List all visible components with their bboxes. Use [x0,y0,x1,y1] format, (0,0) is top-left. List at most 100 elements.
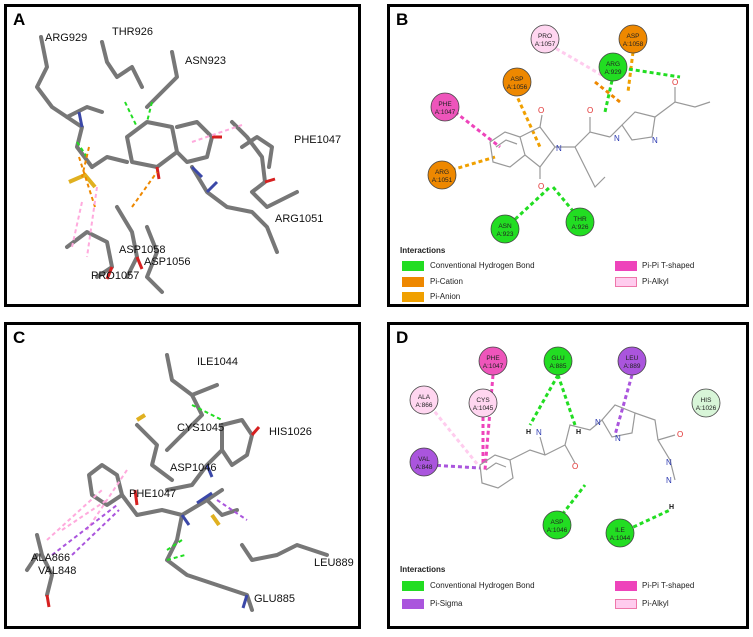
svg-text:N: N [652,136,658,145]
svg-text:N: N [614,134,620,143]
legend-label: Pi-Anion [430,292,461,301]
svg-text:O: O [572,462,578,471]
residue-node-label: ASP [626,33,639,40]
svg-text:N: N [666,458,672,467]
residue-node-label: A:866 [416,402,433,409]
panel-b: B [387,4,749,307]
residue-label: PHE1047 [294,134,341,146]
svg-text:N: N [595,418,601,427]
residue-node-label: A:926 [572,224,589,231]
panel-a-structure: ARG929 THR926 ASN923 PHE1047 ARG1051 ASP… [35,26,341,294]
residue-node-label: A:885 [550,363,567,370]
panel-a: A [4,4,361,307]
svg-text:O: O [538,182,544,191]
panel-label: D [396,328,409,347]
legend-swatch [402,277,424,287]
svg-text:O: O [538,106,544,115]
legend-label: Pi-Pi T-shaped [642,261,695,270]
panel-label: C [13,328,26,347]
residue-node-leu889 [617,346,647,376]
svg-text:O: O [672,78,678,87]
residue-node-label: ALA [418,394,431,401]
residue-node-ile1044 [605,518,635,548]
residue-node-label: A:848 [416,464,433,471]
residue-node-pro1057 [530,24,560,54]
residue-node-arg929 [598,52,628,82]
panel-label: A [13,10,26,29]
residue-node-label: A:1026 [696,405,717,412]
panel-c-structure: ILE1044 CYS1045 HIS1026 ASP1046 PHE1047 … [25,353,354,612]
residue-node-label: ASN [498,223,512,230]
residue-node-label: HIS [701,397,713,404]
residue-label: CYS1045 [177,422,224,434]
residue-node-phe1047 [430,92,460,122]
residue-node-glu885 [543,346,573,376]
residue-node-label: A:889 [624,363,641,370]
residue-label: HIS1026 [269,426,312,438]
residue-label: ASP1056 [144,256,190,268]
atom-label: H [576,429,581,436]
svg-text:O: O [677,430,683,439]
residue-label: ARG1051 [275,213,323,225]
residue-node-arg1051 [427,160,457,190]
panel-label: B [396,10,409,29]
legend-swatch [402,599,424,609]
residue-label: THR926 [112,26,153,38]
residue-label: LEU889 [314,557,354,569]
svg-text:N: N [536,428,542,437]
residue-node-label: A:1045 [473,405,494,412]
legend-title: Interactions [400,246,446,255]
residue-node-label: ARG [606,61,620,68]
legend-title: Interactions [400,565,446,574]
residue-label: PRO1057 [91,270,139,282]
residue-label: ASP1046 [170,462,216,474]
svg-text:N: N [556,144,562,153]
residue-node-label: PHE [486,355,500,362]
residue-node-label: A:1047 [483,363,504,370]
residue-node-asp1046 [542,510,572,540]
residue-node-label: CYS [476,397,490,404]
legend-label: Conventional Hydrogen Bond [430,261,535,270]
svg-text:O: O [587,106,593,115]
residue-node-label: PHE [438,101,452,108]
residue-node-label: A:1047 [435,109,456,116]
residue-node-label: A:1046 [547,527,568,534]
svg-text:N: N [615,434,621,443]
atom-label: H [669,504,674,511]
residue-node-label: THR [573,216,587,223]
residue-node-val848 [409,447,439,477]
residue-node-label: ASP [510,76,523,83]
residue-node-label: GLU [551,355,565,362]
residue-node-label: A:929 [605,69,622,76]
legend-swatch [615,277,637,287]
legend-label: Pi-Alkyl [642,599,669,608]
residue-node-thr926 [565,207,595,237]
residue-label: VAL848 [38,565,76,577]
legend-swatch [402,261,424,271]
residue-node-his1026 [691,388,721,418]
panel-c: C [4,322,361,629]
residue-node-label: A:1051 [432,177,453,184]
residue-label: GLU885 [254,593,295,605]
legend-swatch [615,261,637,271]
residue-node-asp1056 [502,67,532,97]
residue-label: PHE1047 [129,488,176,500]
residue-node-label: ARG [435,169,449,176]
residue-node-label: A:1044 [610,535,631,542]
residue-node-label: A:1057 [535,41,556,48]
legend-swatch [402,581,424,591]
residue-node-label: LEU [626,355,639,362]
legend-label: Pi-Pi T-shaped [642,581,695,590]
legend-swatch [402,292,424,302]
residue-node-label: A:1058 [623,41,644,48]
residue-node-label: A:923 [497,231,514,238]
residue-node-cys1045 [468,388,498,418]
residue-node-phe1047 [478,346,508,376]
residue-node-label: ASP [550,519,563,526]
legend-label: Conventional Hydrogen Bond [430,581,535,590]
residue-label: ALA866 [31,552,70,564]
residue-node-label: A:1056 [507,84,528,91]
